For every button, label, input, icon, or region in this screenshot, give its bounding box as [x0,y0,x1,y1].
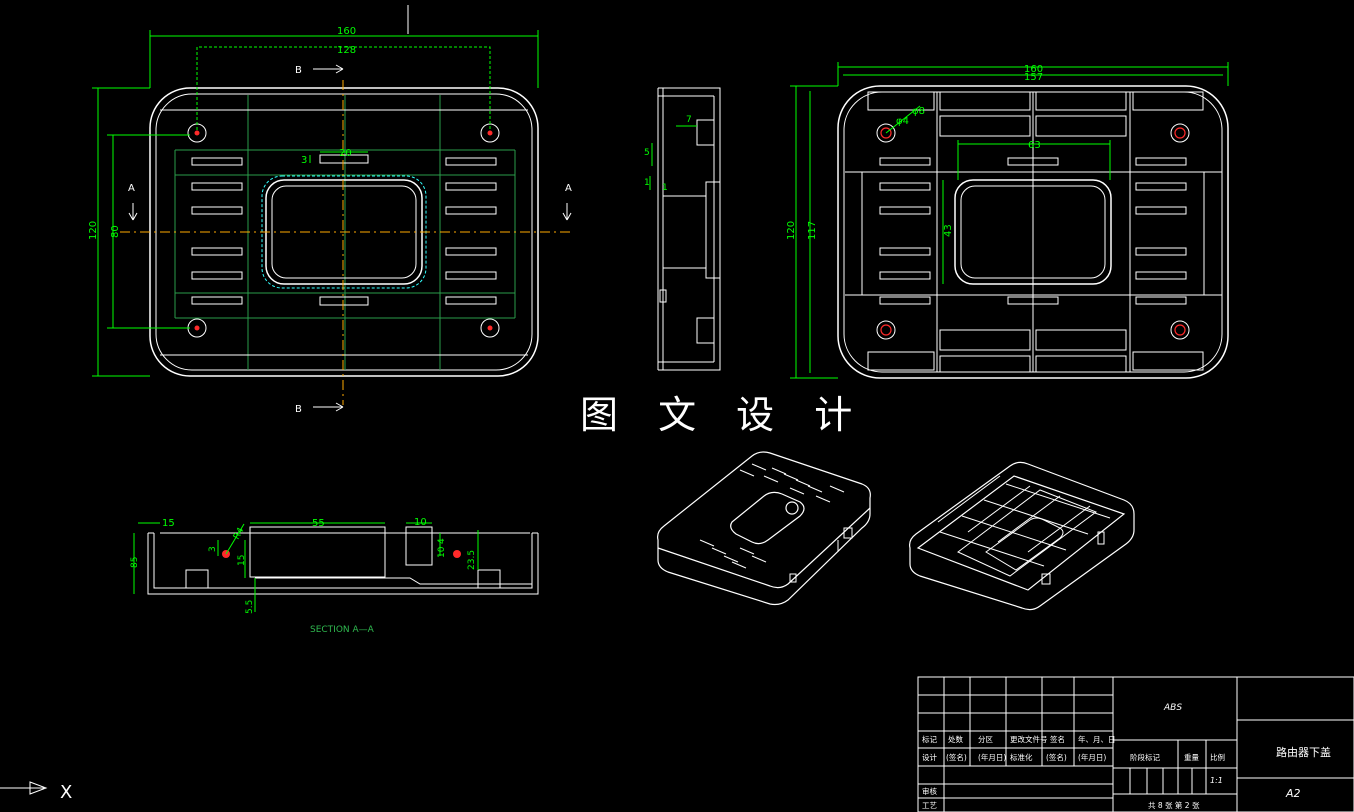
front-dim-slot-height: 3 [301,155,307,166]
tb-label-review: 审核 [922,786,937,796]
tb-sheet-info: 共 8 张 第 2 张 [1148,800,1200,810]
tb-label-date1: (年月日) [978,752,1006,762]
back-view [837,85,1229,379]
side-dim-7: 7 [686,115,692,125]
side-dim-1b: 1 [662,183,668,193]
back-dim-window-height: 43 [943,224,954,237]
front-dim-inner-height: 80 [110,225,121,238]
front-dim-slot-width: 20 [339,148,352,159]
section-mark-b-top: B [295,65,302,76]
side-dim-5: 5 [644,148,650,158]
back-dim-window-width: 63 [1028,140,1041,151]
ucs-axis-x: X [60,782,72,803]
tb-label-scale: 比例 [1210,752,1225,762]
tb-label-mark: 标记 [922,734,937,744]
section-mark-a-left: A [128,183,135,194]
tb-scale-value: 1:1 [1210,776,1223,785]
front-view: 160 128 20 3 120 80 A A B B [88,26,572,415]
back-dim-height: 120 [786,221,797,240]
section-dim-10b: 10 [437,546,447,558]
watermark-text: 图 文 设 计 [580,393,867,437]
tb-label-sign1: (签名) [946,752,967,762]
back-dim-width: 160 [1024,64,1043,75]
section-caption: SECTION A—A [310,625,375,635]
section-dim-15b: 15 [237,555,247,566]
back-view-dims [790,62,1229,379]
tb-part-name: 路由器下盖 [1276,745,1331,759]
section-dim-4: 4 [437,538,447,544]
tb-label-weight: 重量 [1184,753,1200,762]
section-dim-85: 85 [130,557,140,568]
tb-label-change-doc: 更改文件号 [1010,734,1048,744]
front-dim-height: 120 [88,221,99,240]
tb-sheet-size: A2 [1285,787,1301,800]
side-view-dims [649,125,697,190]
front-dim-width-top: 128 [337,45,356,56]
back-dim-width-inner: 157 [1024,72,1043,83]
back-dim-hole-b: φ8 [912,106,925,117]
section-dim-55: 55 [312,518,325,529]
tb-label-stage: 阶段标记 [1130,752,1160,762]
section-dims [133,522,479,612]
tb-label-standard: 标准化 [1010,752,1033,762]
section-dim-3: 3 [208,546,218,552]
back-dim-hole-a: φ4 [896,116,909,127]
section-dim-10: 10 [414,517,427,528]
tb-label-design: 设计 [922,752,937,762]
tb-label-date2: (年月日) [1078,752,1106,762]
section-mark-a-right: A [565,183,572,194]
tb-label-count: 处数 [948,734,963,744]
back-dim-height-inner: 117 [807,221,818,240]
section-dim-15: 15 [162,518,175,529]
tb-label-process: 工艺 [922,801,937,810]
section-dim-55b: 5.5 [245,600,255,614]
tb-label-date: 年、月、日 [1078,734,1116,744]
tb-material: ABS [1163,703,1182,713]
section-dim-r4: R4 [232,526,247,542]
section-mark-b-bottom: B [295,404,302,415]
title-block [917,676,1354,812]
side-dim-1a: 1 [644,178,650,188]
ucs-icon [0,781,48,795]
iso-view-top [657,451,871,606]
section-view [147,526,539,595]
iso-view-bottom [909,461,1135,611]
tb-label-sign2: (签名) [1046,752,1067,762]
tb-label-signature: 签名 [1050,734,1065,744]
side-view [657,87,721,371]
tb-label-zone: 分区 [978,735,993,744]
section-dim-235: 23.5 [467,550,477,570]
front-dim-width: 160 [337,26,356,37]
